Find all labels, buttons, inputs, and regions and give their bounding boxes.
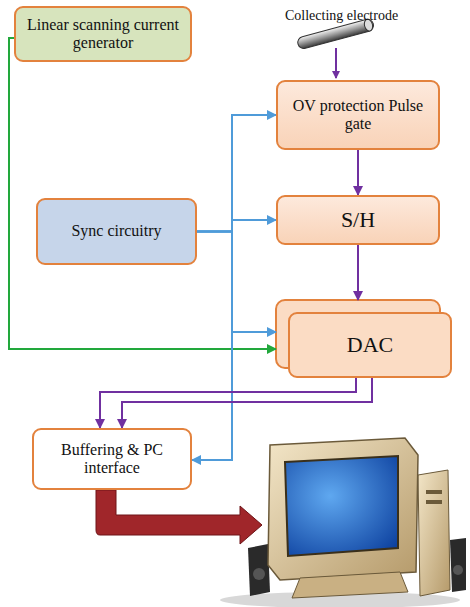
- output-arrow: [96, 490, 262, 544]
- computer-illustration: [220, 438, 466, 607]
- process-box: Sync circuitry: [36, 198, 197, 265]
- process-box: OV protection Pulse gate: [276, 80, 440, 150]
- connector: [122, 378, 372, 428]
- connector: [197, 115, 276, 232]
- connector: [357, 150, 359, 195]
- process-box: Linear scanning current generator: [14, 6, 192, 62]
- box-label: Linear scanning current generator: [24, 16, 182, 53]
- connector: [357, 245, 359, 300]
- box-label: Sync circuitry: [71, 222, 161, 240]
- connector: [197, 232, 276, 333]
- box-label: DAC: [347, 332, 393, 357]
- part-label: Collecting electrode: [285, 8, 398, 24]
- connector: [9, 38, 276, 349]
- box-label: S/H: [341, 207, 375, 232]
- process-box: Buffering & PC interface: [32, 428, 192, 490]
- box-label: Buffering & PC interface: [42, 441, 182, 478]
- connector: [192, 232, 232, 461]
- connector: [197, 220, 276, 232]
- electrode-wire: [335, 48, 337, 78]
- process-box: S/H: [276, 195, 440, 245]
- box-label: OV protection Pulse gate: [286, 97, 430, 134]
- process-box: DAC: [288, 312, 452, 378]
